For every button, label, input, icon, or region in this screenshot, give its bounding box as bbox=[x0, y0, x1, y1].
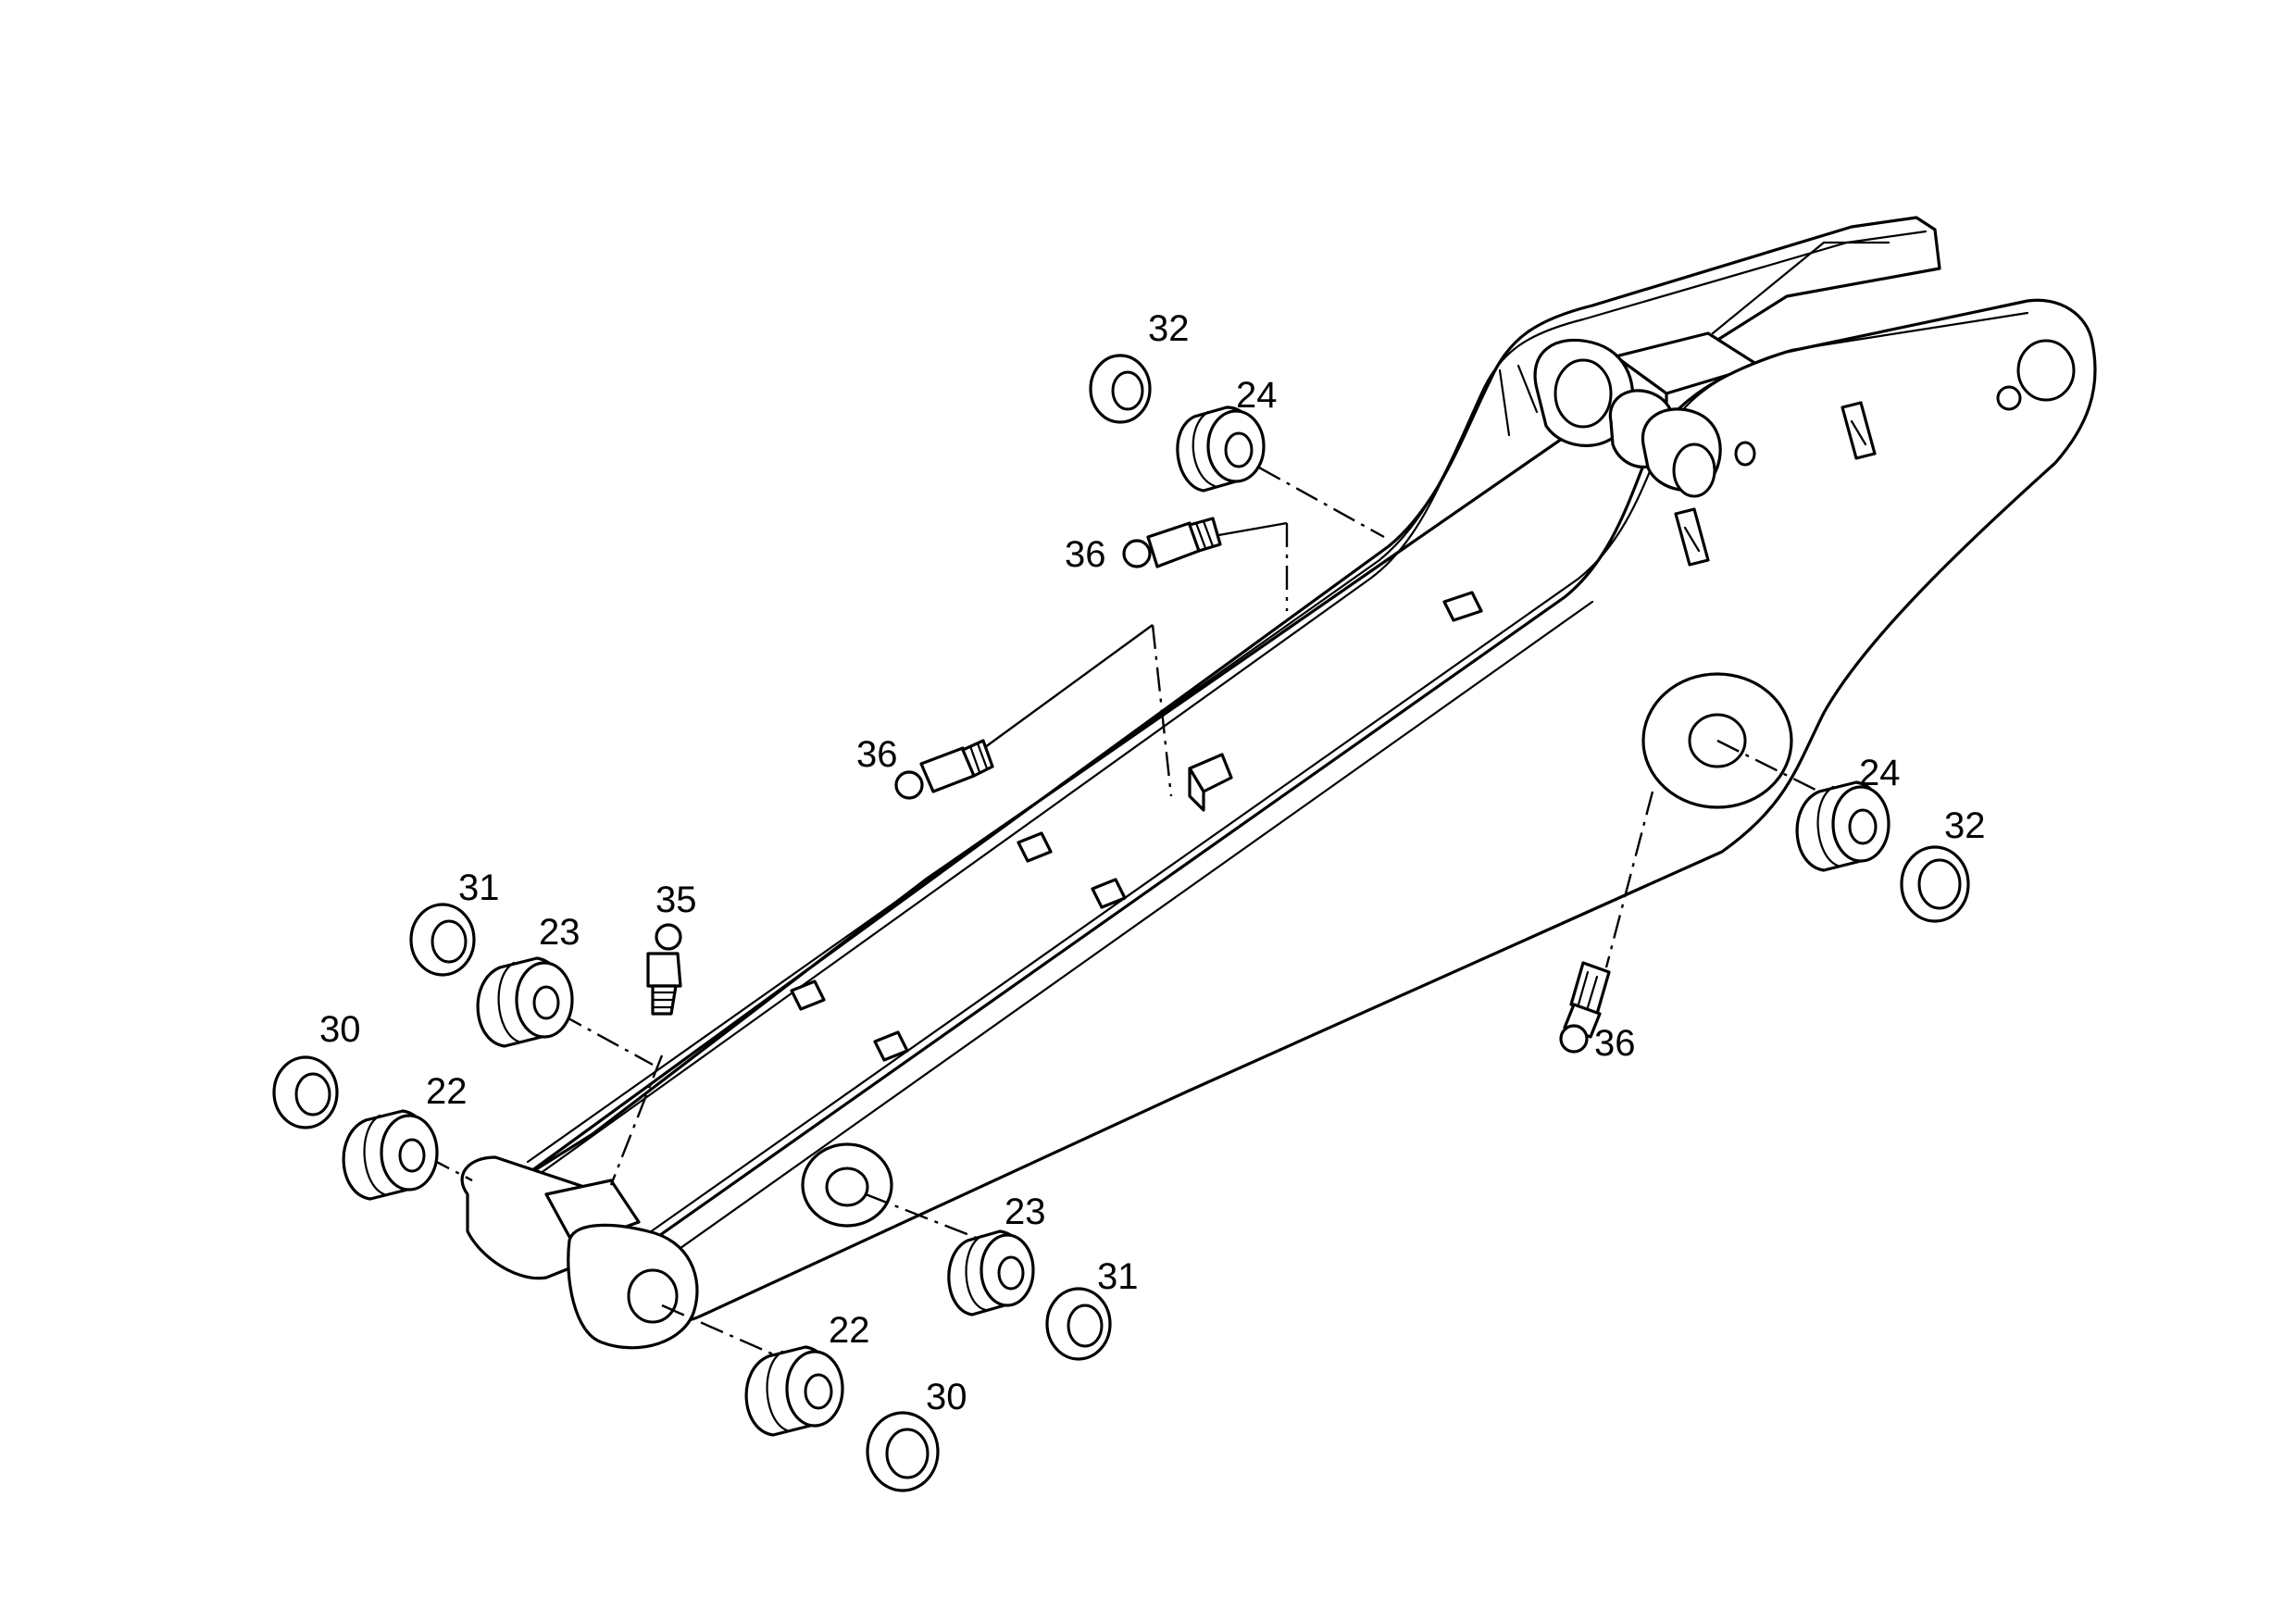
clip-4 bbox=[790, 979, 826, 1011]
grease-fitting-36-right bbox=[1559, 961, 1611, 1054]
lug-2 bbox=[1674, 507, 1710, 567]
grease-fitting-36-mid bbox=[894, 739, 994, 800]
shim-30-lower bbox=[866, 1411, 940, 1492]
label-35: 35 bbox=[655, 880, 697, 920]
leader-23b bbox=[865, 1192, 996, 1247]
label-36-right: 36 bbox=[1594, 1023, 1636, 1064]
near-plate-edge-2 bbox=[637, 600, 1594, 1279]
lug-1-detail bbox=[1850, 419, 1867, 446]
shim-31-left bbox=[409, 903, 476, 977]
label-24-top: 24 bbox=[1236, 375, 1278, 416]
near-plate-pivot-hole bbox=[2016, 339, 2076, 402]
leader-lines bbox=[427, 466, 1829, 1358]
clip-1-front bbox=[1188, 767, 1205, 812]
label-30-left: 30 bbox=[319, 1009, 361, 1050]
grease-fitting-36-top bbox=[1122, 517, 1222, 568]
label-32-top: 32 bbox=[1148, 308, 1190, 349]
far-plate-edge-3 bbox=[1498, 364, 1539, 437]
leader-36b bbox=[980, 624, 1154, 751]
leader-35 bbox=[609, 1054, 664, 1186]
near-plate-small-hole-2 bbox=[1734, 441, 1756, 467]
clip-5 bbox=[873, 1030, 909, 1062]
label-30-lower: 30 bbox=[926, 1377, 967, 1417]
lug-2-detail bbox=[1683, 526, 1701, 553]
far-plate-edge-1 bbox=[526, 230, 1928, 1164]
end-boss-near-hole bbox=[627, 1268, 679, 1324]
leader-36c bbox=[1604, 791, 1654, 968]
mid-pivot-hole bbox=[825, 1167, 869, 1207]
clip-3 bbox=[1091, 878, 1127, 909]
top-web-line bbox=[1711, 241, 1890, 335]
bushing-24-top bbox=[1176, 406, 1266, 493]
label-31-lower: 31 bbox=[1097, 1256, 1139, 1297]
bushing-23-lower bbox=[947, 1229, 1035, 1316]
near-plate-small-hole-1 bbox=[1996, 385, 2022, 411]
far-plate-edge-2 bbox=[535, 410, 1476, 1178]
shim-31-lower bbox=[1045, 1287, 1112, 1361]
clip-2 bbox=[1017, 831, 1053, 863]
arm-body bbox=[460, 216, 2097, 1350]
label-22-lower: 22 bbox=[829, 1310, 870, 1351]
near-plate-top-hole bbox=[1672, 443, 1716, 498]
grease-fitting-35 bbox=[646, 923, 682, 1016]
leader-24b bbox=[1716, 739, 1829, 798]
label-36-top: 36 bbox=[1065, 534, 1106, 575]
label-36-mid: 36 bbox=[856, 734, 898, 775]
bushing-24-right bbox=[1795, 780, 1890, 872]
top-boss-far-hole bbox=[1554, 358, 1613, 429]
label-23-left: 23 bbox=[539, 912, 580, 953]
label-23-lower: 23 bbox=[1004, 1192, 1046, 1232]
label-24-right: 24 bbox=[1859, 753, 1901, 793]
lug-3 bbox=[1442, 591, 1483, 622]
leader-24a bbox=[1258, 466, 1385, 539]
shim-30-left bbox=[272, 1055, 339, 1129]
shim-32-top bbox=[1089, 354, 1152, 424]
lug-1 bbox=[1841, 401, 1877, 460]
shim-32-right bbox=[1900, 845, 1970, 923]
leader-23a bbox=[559, 1012, 654, 1067]
part-labels: 32 24 36 36 24 32 31 23 35 30 22 36 23 3… bbox=[319, 308, 1986, 1417]
label-22-left: 22 bbox=[426, 1071, 468, 1112]
label-31-left: 31 bbox=[458, 867, 500, 908]
bushing-22-lower bbox=[744, 1345, 844, 1437]
label-32-right: 32 bbox=[1944, 805, 1986, 846]
bushing-22-left bbox=[342, 1109, 439, 1201]
leader-22b bbox=[661, 1304, 779, 1358]
bushing-23-left bbox=[476, 956, 574, 1048]
leader-36b-v bbox=[1151, 624, 1173, 797]
leader-36a-h bbox=[1207, 521, 1288, 539]
